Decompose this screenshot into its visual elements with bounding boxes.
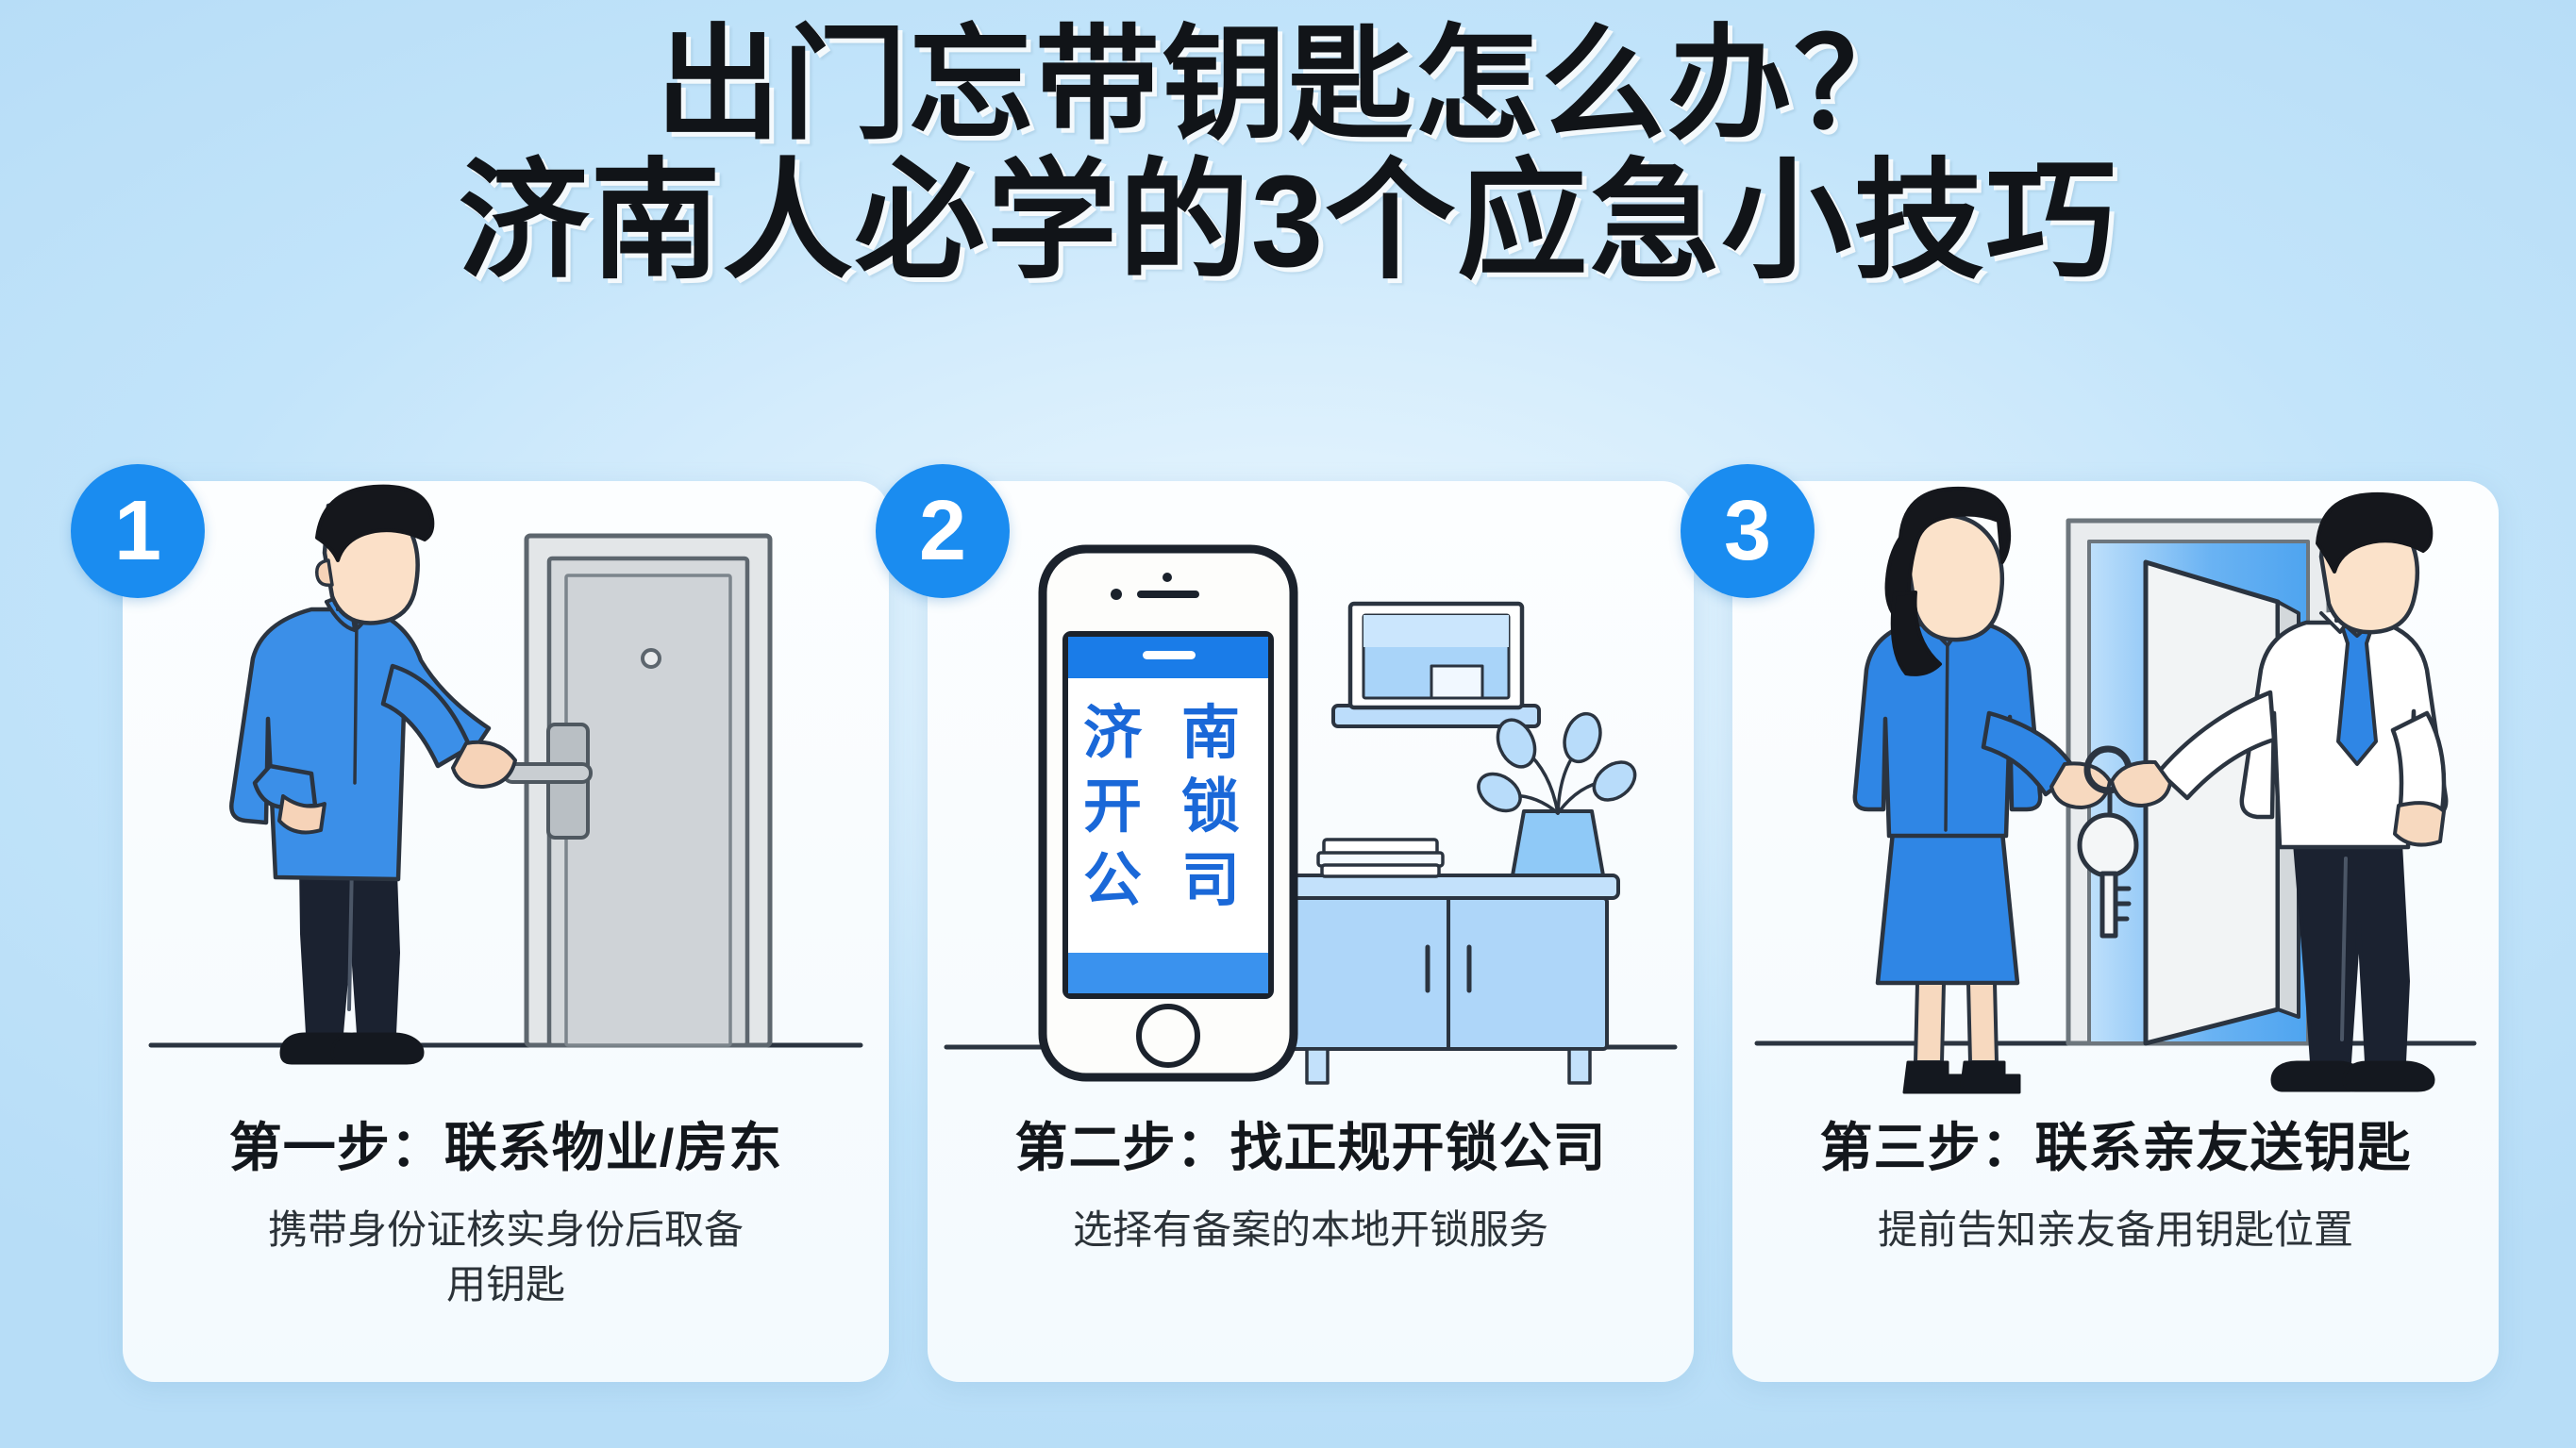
step-card-1: 1 — [71, 464, 889, 1382]
title-line-2: 济南人必学的3个应急小技巧 — [458, 148, 2118, 294]
title-line-1: 出门忘带钥匙怎么办？ — [656, 15, 1920, 154]
phone-ad-line-1: 济 — [1083, 701, 1143, 766]
step-caption-3: 第三步：联系亲友送钥匙 提前告知亲友备用钥匙位置 — [1732, 1106, 2499, 1257]
step-caption-1: 第一步：联系物业/房东 携带身份证核实身份后取备用钥匙 — [123, 1106, 889, 1312]
step-card-3: 3 — [1681, 464, 2499, 1382]
phone-ad-line-3: 公 — [1083, 848, 1142, 913]
step-badge-3: 3 — [1681, 464, 1815, 598]
steps-card-row: 1 — [0, 464, 2576, 1387]
step-badge-2: 2 — [876, 464, 1010, 598]
poster-title: 出门忘带钥匙怎么办？ 济南人必学的3个应急小技巧 — [0, 15, 2576, 294]
svg-text:锁: 锁 — [1181, 774, 1240, 840]
step-title-1: 第一步：联系物业/房东 — [228, 1118, 783, 1177]
step-title-3: 第三步：联系亲友送钥匙 — [1819, 1118, 2412, 1177]
illustration-woman-handing-keys-to-man-at-open-door — [1732, 481, 2499, 1132]
step-badge-1: 1 — [71, 464, 205, 598]
phone-ad-line-2: 开 — [1083, 774, 1142, 840]
step-title-2: 第二步：找正规开锁公司 — [1014, 1118, 1607, 1177]
step-card-2: 2 — [876, 464, 1694, 1382]
step-sub-2: 选择有备案的本地开锁服务 — [1072, 1207, 1548, 1252]
step-sub-3: 提前告知亲友备用钥匙位置 — [1877, 1207, 2353, 1252]
svg-text:南: 南 — [1181, 701, 1240, 766]
step-sub-1: 携带身份证核实身份后取备用钥匙 — [267, 1207, 744, 1307]
svg-text:司: 司 — [1181, 848, 1240, 913]
step-caption-2: 第二步：找正规开锁公司 选择有备案的本地开锁服务 — [928, 1106, 1694, 1257]
illustration-man-at-closed-door — [123, 481, 889, 1132]
illustration-smartphone-with-locksmith-ad: 济 开 公 南 锁 司 — [928, 481, 1694, 1132]
